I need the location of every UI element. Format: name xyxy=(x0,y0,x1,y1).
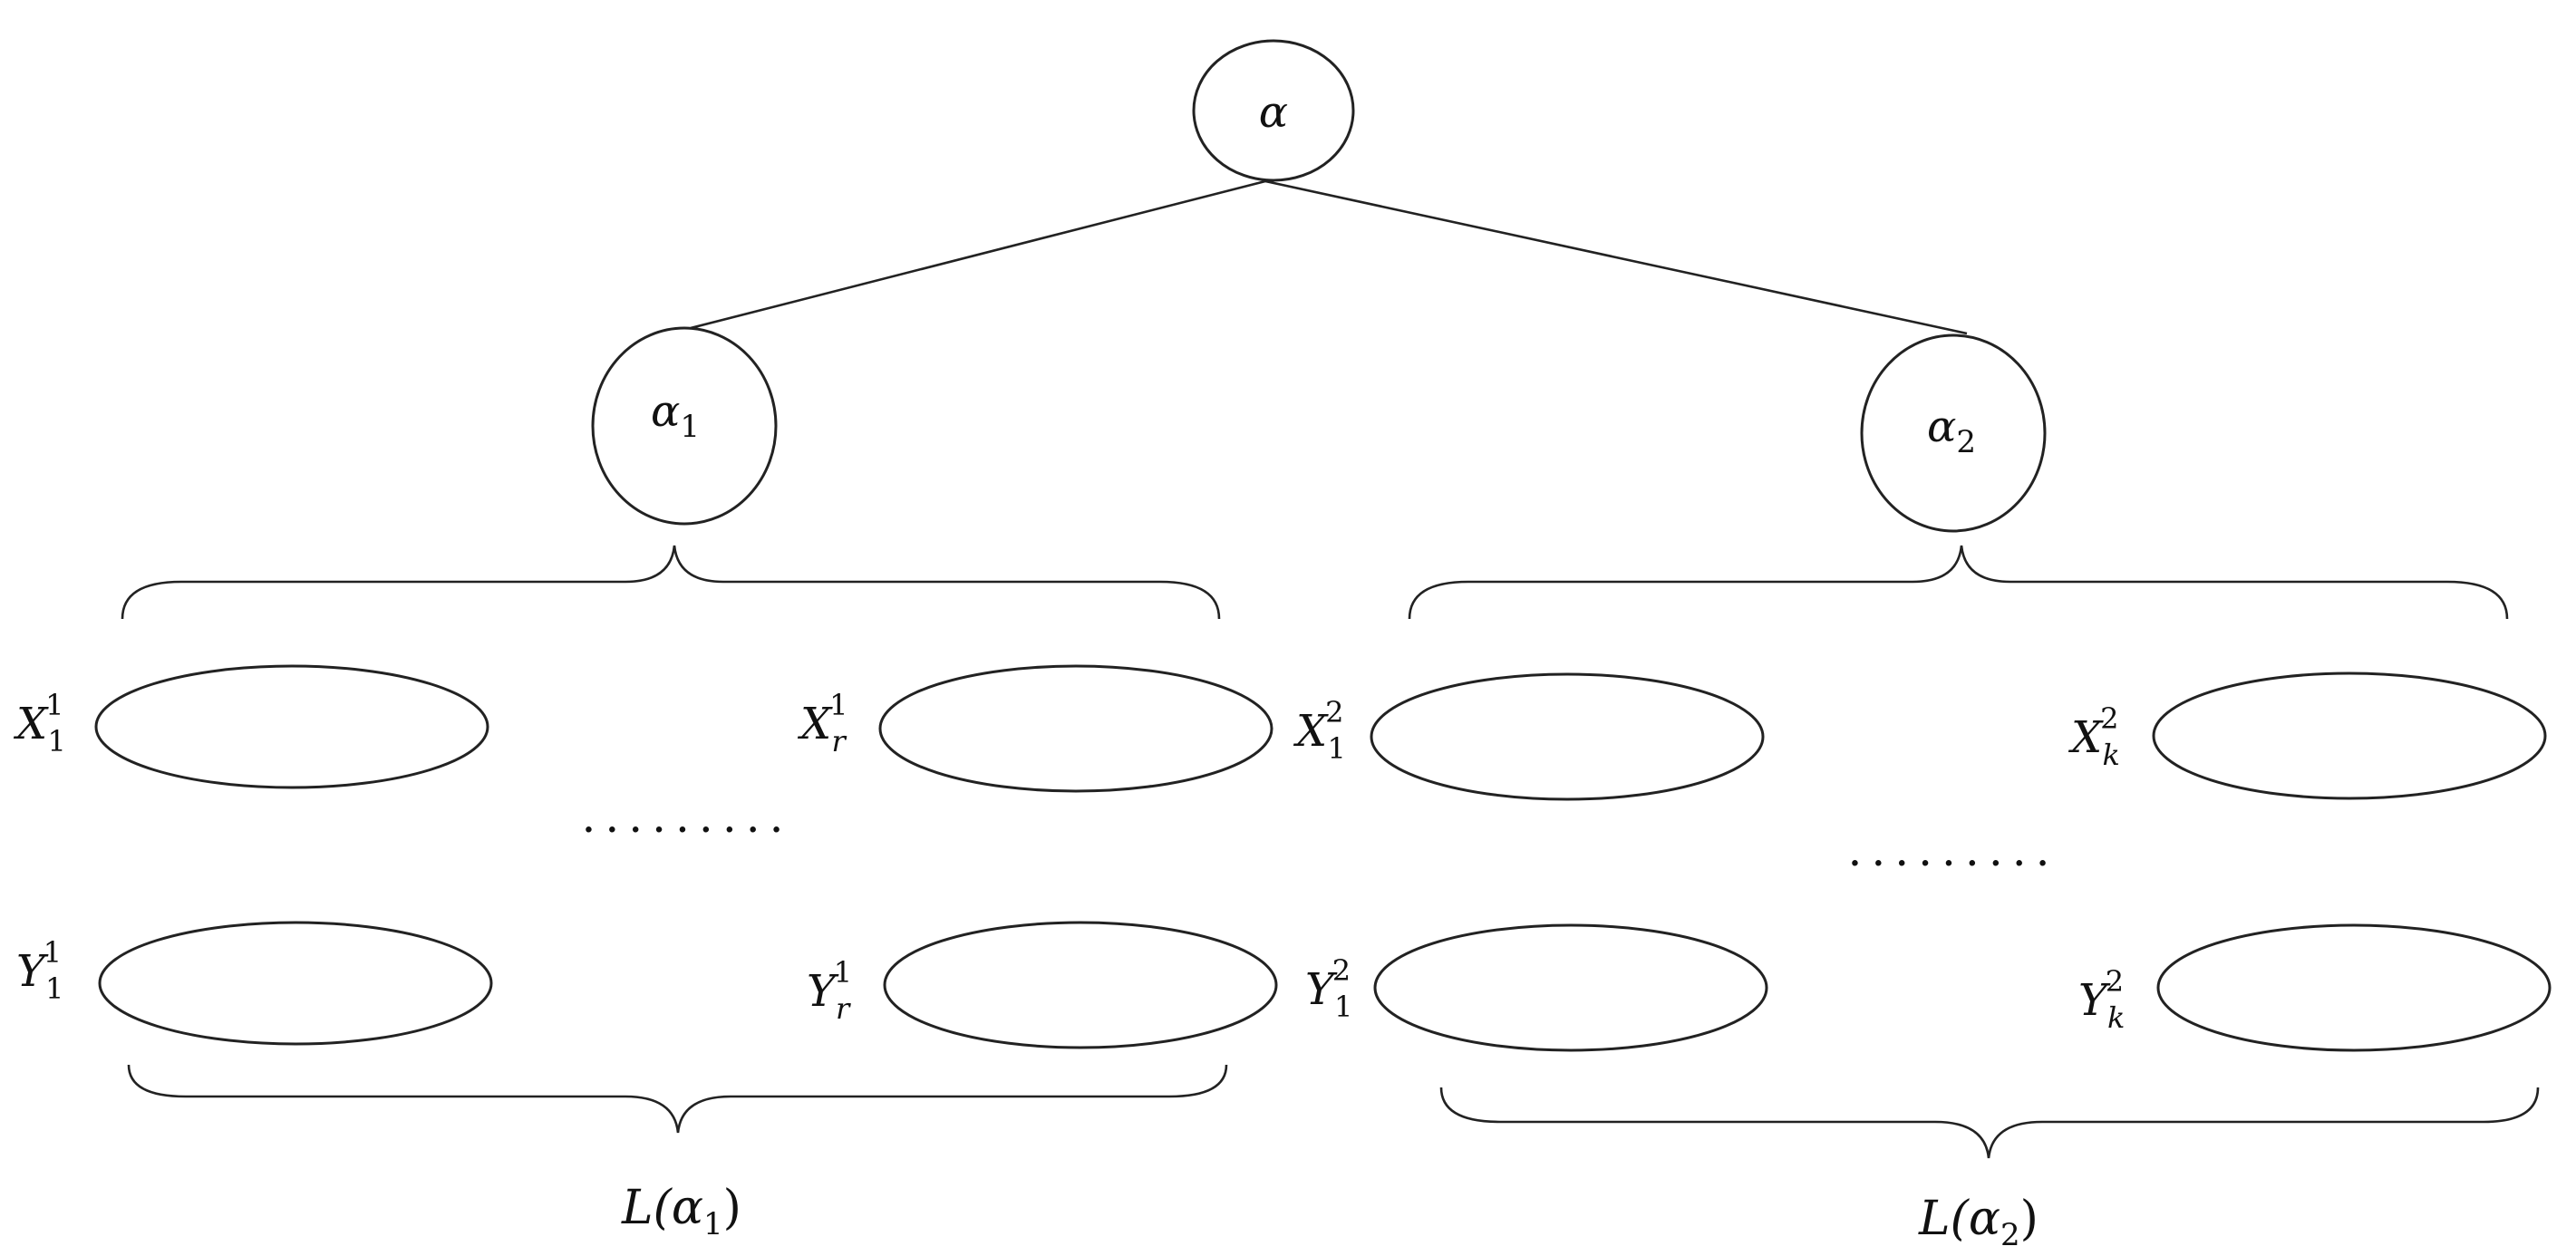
right-y-last-ellipse xyxy=(2156,923,2552,1052)
right-bottom-brace xyxy=(1439,1087,2540,1159)
right-group-label: L(α2) xyxy=(1918,1192,2039,1253)
right-top-brace xyxy=(1408,545,2509,620)
left-ellipsis: ......... xyxy=(581,790,792,843)
right-node: α2 xyxy=(1860,333,2047,533)
left-node-circle xyxy=(591,326,778,526)
root-node-circle xyxy=(1192,39,1355,182)
root-node: α xyxy=(1192,39,1355,182)
left-y-first-ellipse xyxy=(98,921,493,1046)
left-node: α1 xyxy=(591,326,778,526)
edge-root-left xyxy=(690,179,1266,330)
left-y-last-ellipse xyxy=(883,921,1278,1049)
right-ellipsis: ......... xyxy=(1847,824,2058,876)
right-node-circle xyxy=(1860,333,2047,533)
right-y-first-ellipse xyxy=(1373,923,1768,1052)
left-group-label: L(α1) xyxy=(621,1181,741,1242)
right-node-label: α2 xyxy=(1927,401,1976,460)
right-x-last-ellipse xyxy=(2152,671,2547,800)
left-top-brace xyxy=(121,545,1221,620)
edge-root-right xyxy=(1264,179,1968,335)
left-x-first-ellipse xyxy=(94,664,489,789)
root-node-label: α xyxy=(1259,87,1288,138)
left-bottom-brace xyxy=(127,1064,1228,1134)
left-x-last-ellipse xyxy=(878,664,1273,793)
left-node-label: α1 xyxy=(651,386,700,445)
right-x-first-ellipse xyxy=(1370,672,1765,801)
